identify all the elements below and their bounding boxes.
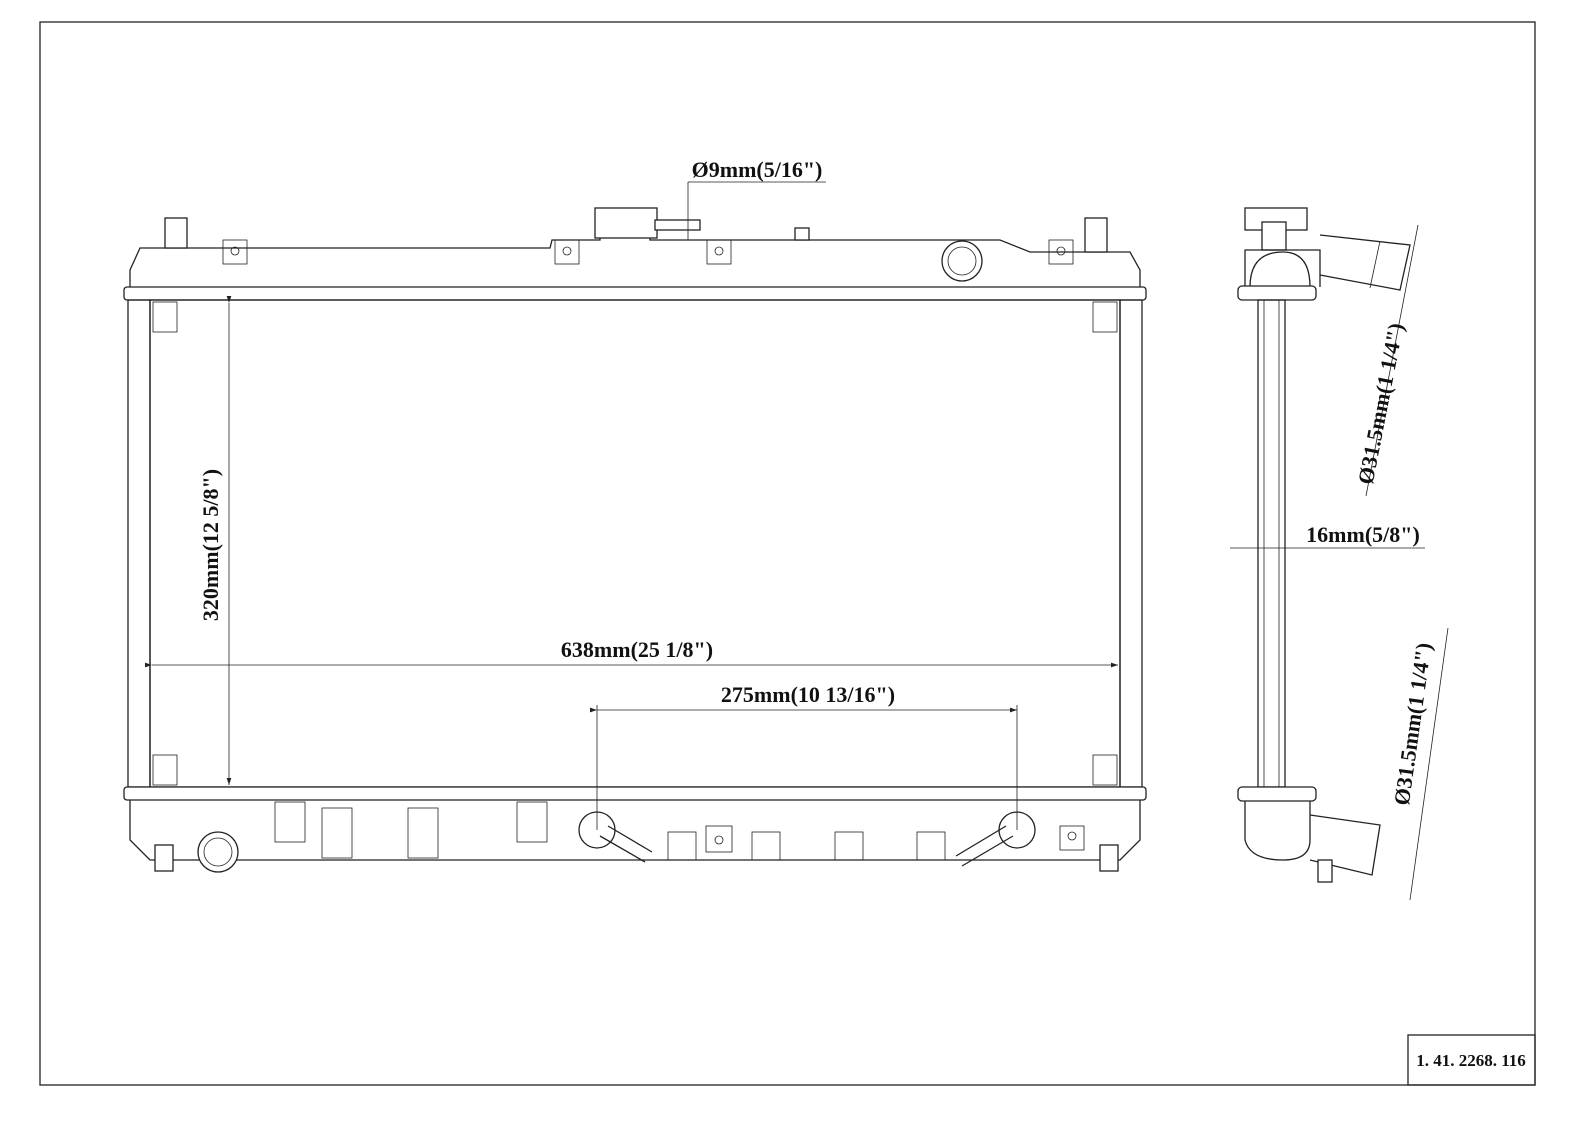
front-dimensions: [144, 181, 1118, 830]
upper-hose-diameter-label: Ø31.5mm(1 1/4"): [1353, 321, 1409, 487]
lower-hose-diameter-label: Ø31.5mm(1 1/4"): [1389, 641, 1437, 807]
radiator-side-view: [1230, 207, 1449, 901]
core-height-label: 320mm(12 5/8"): [198, 469, 223, 621]
part-number: 1. 41. 2268. 116: [1416, 1051, 1526, 1070]
drain-diameter-label: Ø9mm(5/16"): [692, 157, 823, 182]
part-number-box: [1407, 1034, 1536, 1086]
drawing-border: [39, 21, 1536, 1086]
core-thickness-label: 16mm(5/8"): [1306, 522, 1420, 547]
core-width-label: 638mm(25 1/8"): [561, 637, 713, 662]
outlet-spacing-label: 275mm(10 13/16"): [721, 682, 895, 707]
radiator-front-view: [123, 207, 1147, 873]
